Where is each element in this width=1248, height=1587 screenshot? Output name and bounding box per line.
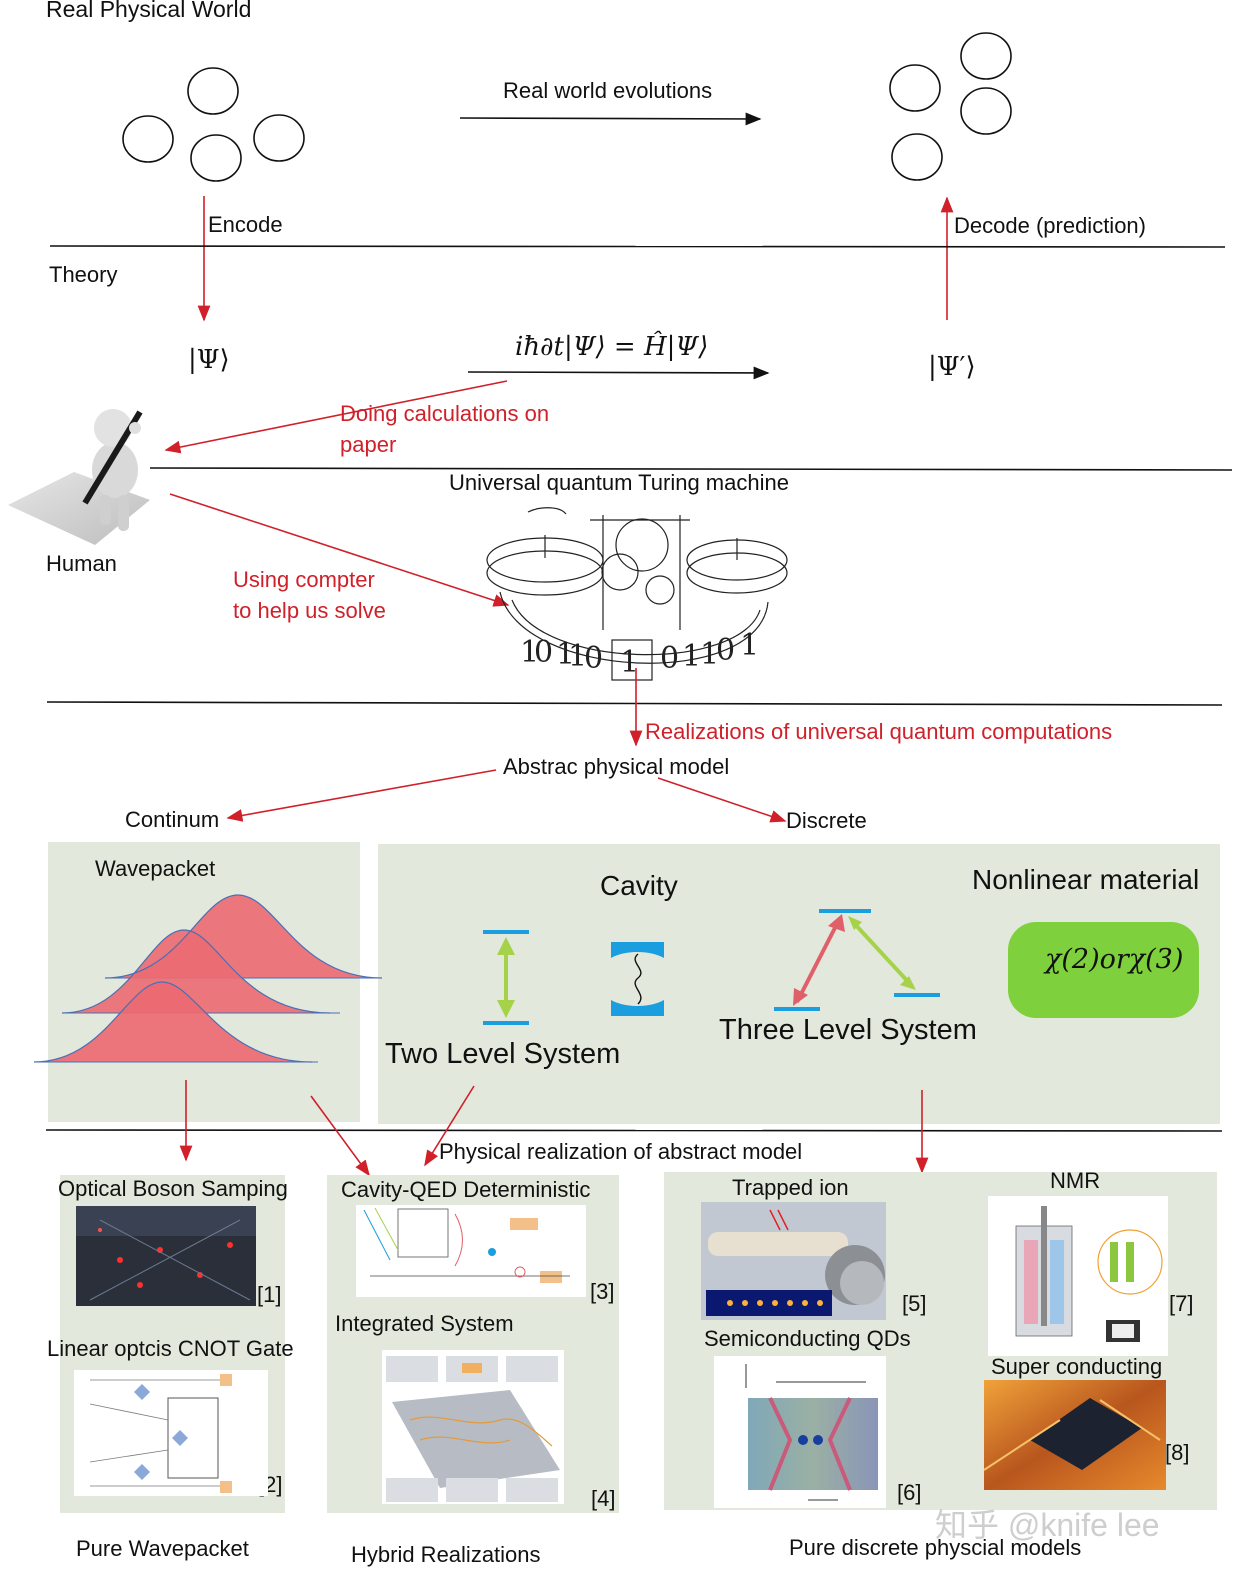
label-encode: Encode [208,212,283,237]
svg-text:0: 0 [584,641,603,676]
label-discrete: Discrete [786,808,867,833]
nmr-image [988,1196,1168,1356]
label-cavity: Cavity [600,870,678,901]
ref-3: [3] [590,1279,615,1304]
svg-text:1: 1 [556,637,575,672]
label-physical-header: Physical realization of abstract model [439,1139,803,1164]
label-bottom-discrete: Pure discrete physcial models [789,1535,1082,1560]
ref-6: [6] [897,1480,922,1505]
divider-model [46,701,1223,706]
label-integrated: Integrated System [335,1311,514,1336]
label-computer-line2: to help us solve [233,598,386,623]
wave-to-cqed-arrow [310,1095,370,1177]
boson-sampling-photo [76,1206,256,1306]
svg-text:1: 1 [568,639,587,674]
label-bottom-pure-wavepacket: Pure Wavepacket [76,1536,249,1561]
paper-arrow [164,380,508,454]
cavity-icon [611,942,664,1016]
svg-text:0: 0 [660,641,679,676]
ref-4: [4] [591,1486,616,1511]
integrated-chip-image [382,1350,564,1504]
section-utm: Universal quantum Turing machine [449,470,789,495]
svg-text:1: 1 [620,645,639,680]
label-paper-line1: Doing calculations on [340,401,550,426]
svg-text:1: 1 [520,635,539,670]
discrete-arrow [657,777,787,823]
schrodinger-equation: iħ∂t|Ψ⟩ = Ĥ|Ψ⟩ [515,332,709,362]
two-level-system [483,930,529,1025]
human-figure [8,409,150,545]
ref-5: [5] [902,1291,927,1316]
nonlinear-chi-box [1008,922,1199,1018]
three-level-system [774,909,940,1011]
superconducting-image [983,1380,1166,1490]
label-bottom-hybrid: Hybrid Realizations [351,1542,541,1567]
ref-7: [7] [1169,1291,1194,1316]
label-nonlinear: Nonlinear material [972,864,1200,895]
continuum-arrow [226,769,497,822]
svg-text:0: 0 [534,635,553,670]
label-three-level: Three Level System [719,1014,977,1046]
label-trapped-ion: Trapped ion [732,1175,849,1200]
label-abstract-model: Abstrac physical model [503,754,730,779]
computer-arrow [169,493,510,607]
qds-image [714,1356,886,1508]
svg-text:1: 1 [740,628,759,663]
cnot-schematic [74,1370,268,1496]
state-psi-prime: |Ψ′⟩ [928,352,976,382]
label-superconducting: Super conducting [991,1354,1163,1379]
label-real-evolutions: Real world evolutions [503,78,713,103]
label-cqed: Cavity-QED Deterministic [341,1177,591,1202]
svg-text:1: 1 [700,637,719,672]
label-chi: χ(2)orχ(3) [1045,944,1184,975]
section-real-world: Real Physical World [46,0,252,22]
label-decode: Decode (prediction) [954,213,1146,238]
label-two-level: Two Level System [385,1038,621,1070]
label-wavepacket: Wavepacket [95,856,216,881]
svg-text:0: 0 [716,633,735,668]
cqed-schematic [356,1205,586,1297]
label-continuum: Continum [125,807,220,832]
label-nmr: NMR [1050,1168,1101,1193]
section-human: Human [46,551,117,576]
gaussian-wavepacket-3 [34,982,318,1063]
divider-human [149,467,1233,471]
label-computer-line1: Using compter [233,567,375,592]
divider-theory [49,245,1226,248]
svg-text:1: 1 [682,639,701,674]
ref-1: [1] [257,1282,282,1307]
label-boson-sampling: Optical Boson Samping [58,1176,288,1201]
label-realizations: Realizations of universal quantum comput… [645,719,1113,744]
turing-machine-sketch [486,507,788,681]
equation-arrow [467,366,770,380]
label-paper-line2: paper [340,432,397,457]
label-qds: Semiconducting QDs [704,1326,911,1351]
label-cnot: Linear optcis CNOT Gate [47,1336,294,1361]
evolution-arrow [459,112,762,126]
section-theory: Theory [49,262,118,287]
ref-8: [8] [1165,1440,1190,1465]
particle-circles-left [122,67,305,182]
trapped-ion-image [701,1202,886,1320]
state-psi: |Ψ⟩ [188,345,230,375]
particle-circles-right [889,32,1012,181]
watermark: 知乎 @knife lee [935,1507,1160,1543]
divider-physical [45,1129,1223,1132]
cavity-to-cqed-arrow [424,1085,475,1167]
